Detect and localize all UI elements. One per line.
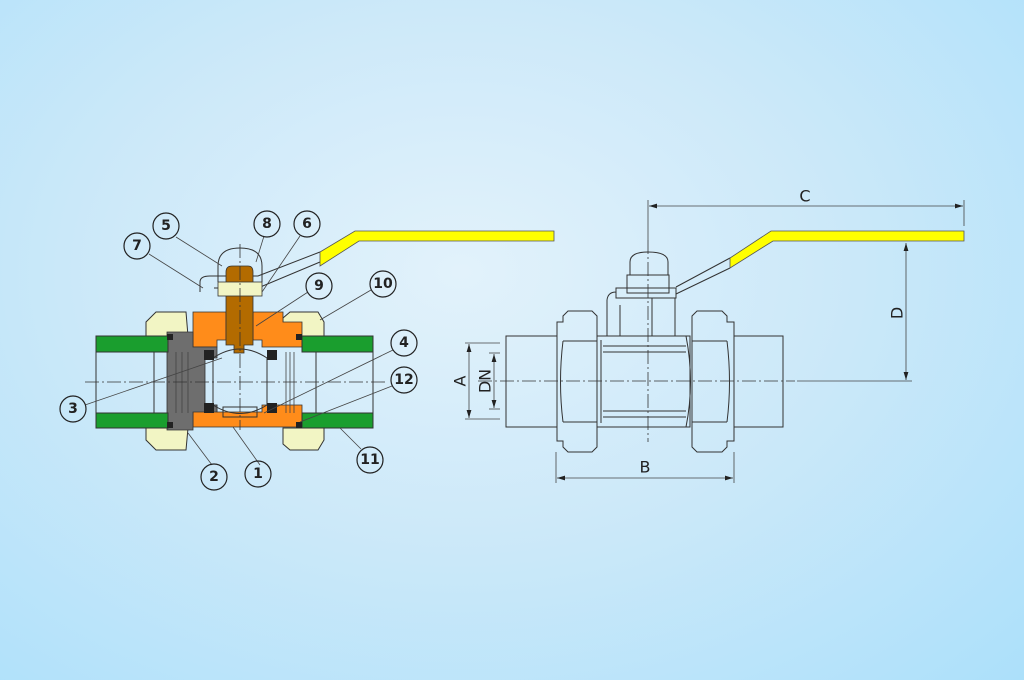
pipe-end-left xyxy=(505,335,558,428)
o-ring-right-b xyxy=(296,422,302,428)
callout-12: 12 xyxy=(390,366,418,394)
dimension-b: B xyxy=(555,452,735,483)
svg-text:3: 3 xyxy=(68,401,78,417)
callout-9: 9 xyxy=(305,272,333,300)
union-bore-left xyxy=(95,351,155,414)
callout-1: 1 xyxy=(244,460,272,488)
dimension-d: D xyxy=(797,243,912,382)
callout-4: 4 xyxy=(390,329,418,357)
svg-text:B: B xyxy=(640,458,651,477)
union-nut-right-bottom xyxy=(282,427,325,451)
hex-nut-left xyxy=(556,310,598,453)
body-center xyxy=(596,335,691,428)
seat-left xyxy=(204,350,214,360)
o-ring-left xyxy=(167,334,173,340)
seat-right xyxy=(267,350,277,360)
svg-text:9: 9 xyxy=(314,278,324,294)
svg-text:12: 12 xyxy=(394,372,413,388)
union-bore-right xyxy=(315,351,374,414)
stem xyxy=(225,265,254,354)
svg-text:DN: DN xyxy=(476,369,495,393)
seat-right-bottom xyxy=(267,403,277,413)
bonnet xyxy=(606,287,677,336)
callout-2: 2 xyxy=(200,463,228,491)
handle-shank-outline xyxy=(675,257,731,295)
dimension-dn: DN xyxy=(476,352,500,410)
svg-text:8: 8 xyxy=(262,216,272,232)
callout-5: 5 xyxy=(152,212,180,240)
callout-10: 10 xyxy=(369,270,397,298)
svg-text:C: C xyxy=(799,187,810,206)
dimension-a: A xyxy=(451,342,500,420)
handle-grip-outline xyxy=(729,230,965,269)
dimension-c: C xyxy=(647,187,965,240)
o-ring-left-b xyxy=(167,422,173,428)
handle-grip xyxy=(319,230,555,267)
svg-text:1: 1 xyxy=(253,466,263,482)
section-view xyxy=(85,230,555,451)
union-nut-left-bottom xyxy=(145,427,189,451)
svg-text:7: 7 xyxy=(132,238,142,254)
svg-text:10: 10 xyxy=(373,276,393,292)
svg-text:2: 2 xyxy=(209,469,219,485)
hex-nut-right xyxy=(691,310,735,453)
svg-text:5: 5 xyxy=(161,218,171,234)
callout-8: 8 xyxy=(253,210,281,238)
callout-7: 7 xyxy=(123,232,151,260)
pipe-end-right xyxy=(733,335,784,428)
svg-text:11: 11 xyxy=(360,452,379,468)
leader-lines xyxy=(84,235,394,466)
outline-view xyxy=(478,230,965,453)
callout-11: 11 xyxy=(356,446,384,474)
seat-left-bottom xyxy=(204,403,214,413)
o-ring-right xyxy=(296,334,302,340)
svg-text:6: 6 xyxy=(302,216,312,232)
svg-text:A: A xyxy=(451,375,470,386)
callout-6: 6 xyxy=(293,210,321,238)
svg-text:4: 4 xyxy=(399,335,409,351)
callout-3: 3 xyxy=(59,395,87,423)
svg-text:D: D xyxy=(888,307,907,319)
